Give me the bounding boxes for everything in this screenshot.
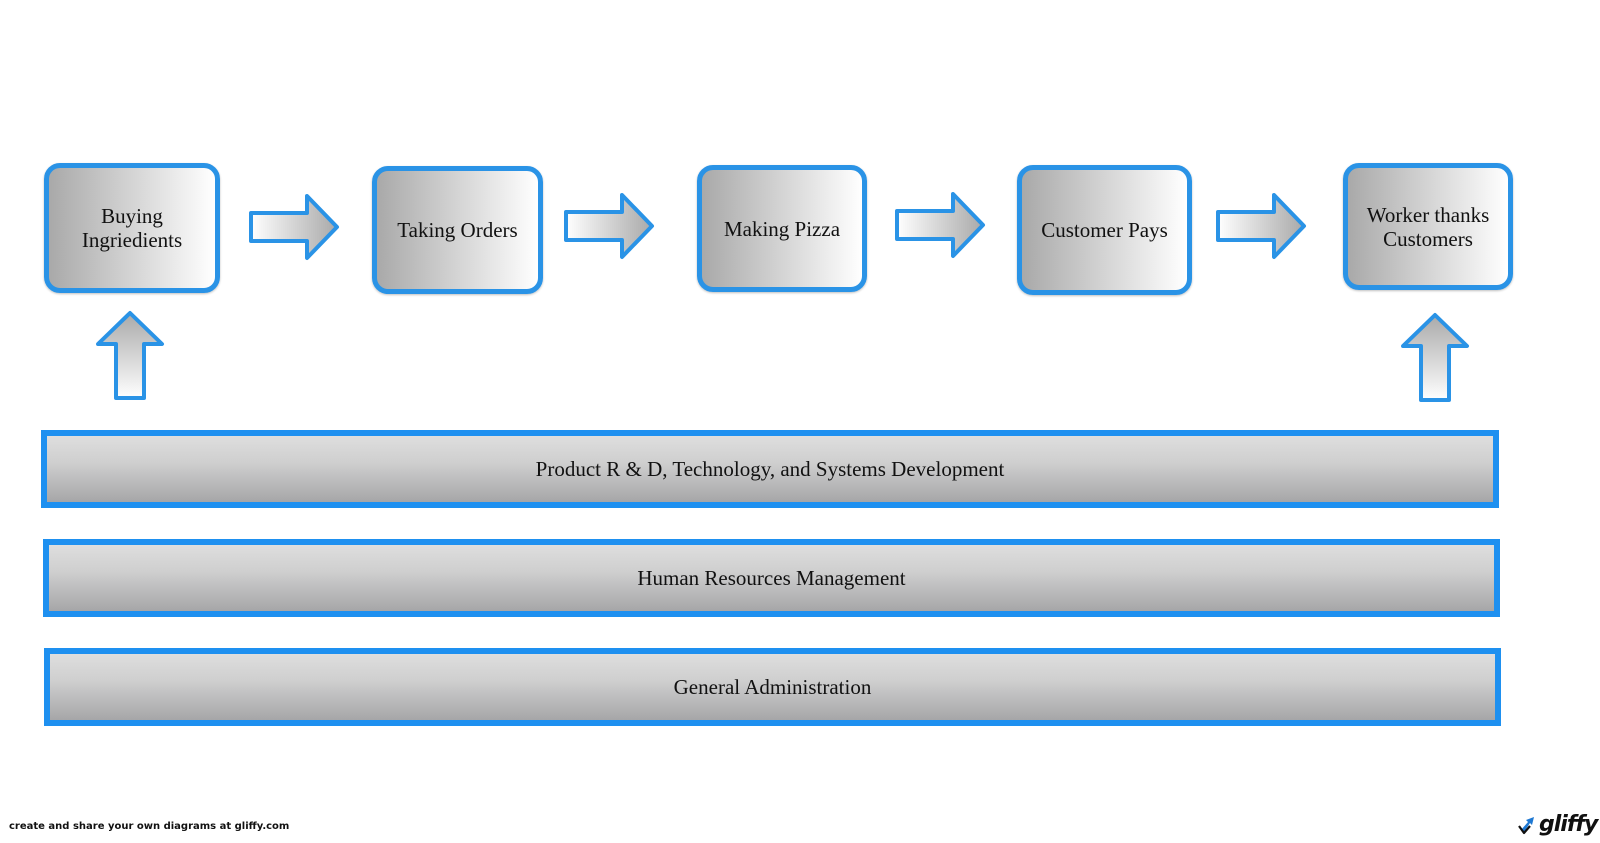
step-making-pizza: Making Pizza (697, 165, 867, 292)
step-label: Customer Pays (1041, 218, 1168, 242)
band-label: Product R & D, Technology, and Systems D… (535, 456, 1005, 481)
step-buying-ingredients: Buying Ingriedients (44, 163, 220, 293)
band-human-resources: Human Resources Management (43, 539, 1500, 617)
step-taking-orders: Taking Orders (372, 166, 543, 294)
gliffy-logo[interactable]: gliffy (1517, 810, 1598, 838)
step-label: Buying Ingriedients (81, 204, 183, 252)
step-label: Worker thanks Customers (1366, 202, 1490, 251)
band-label: Human Resources Management (637, 565, 906, 590)
step-label: Taking Orders (397, 218, 518, 242)
band-general-administration: General Administration (44, 648, 1501, 726)
step-worker-thanks: Worker thanks Customers (1343, 163, 1513, 290)
support-arrow-left (96, 311, 164, 400)
flow-arrow-4 (1216, 193, 1306, 259)
step-customer-pays: Customer Pays (1017, 165, 1192, 295)
support-arrow-right (1401, 313, 1469, 402)
gliffy-logo-text: gliffy (1539, 811, 1598, 837)
flow-arrow-1 (249, 194, 339, 260)
flow-arrow-3 (895, 192, 985, 258)
footer-text[interactable]: create and share your own diagrams at gl… (9, 821, 290, 832)
band-product-rd: Product R & D, Technology, and Systems D… (41, 430, 1499, 508)
flow-arrow-2 (564, 193, 654, 259)
band-label: General Administration (673, 674, 872, 699)
gliffy-logo-icon (1518, 817, 1534, 835)
step-label: Making Pizza (723, 216, 841, 241)
